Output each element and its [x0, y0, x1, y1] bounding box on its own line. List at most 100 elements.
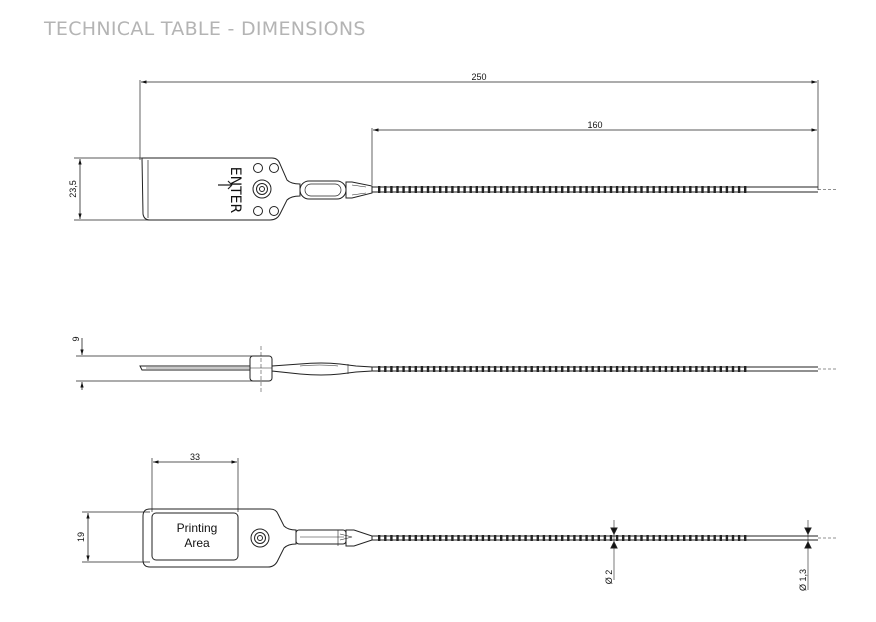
strap-bead [420, 535, 424, 541]
strap-bead [524, 186, 527, 193]
strap-bead [646, 366, 649, 372]
printing-area-line1: Printing [177, 521, 218, 535]
strap-bead [500, 535, 503, 541]
strap-bead [628, 535, 631, 541]
enter-label: ENTER [227, 167, 243, 214]
strap-bead [536, 186, 539, 193]
strap-bead [445, 535, 448, 541]
strap-bead [719, 186, 722, 193]
page-title: TECHNICAL TABLE - DIMENSIONS [44, 18, 366, 40]
strap-bead [573, 186, 576, 193]
printing-area-box [151, 512, 239, 561]
strap-bead [609, 535, 613, 541]
strap-bead [445, 186, 448, 193]
strap-bead [701, 366, 704, 372]
strap-bead [451, 366, 454, 372]
strap-bead [530, 366, 533, 372]
strap-bead [512, 186, 515, 193]
strap-bead [396, 535, 399, 541]
strap-bead [731, 535, 735, 541]
strap-bead [530, 186, 533, 193]
dim-label-160: 160 [587, 120, 602, 130]
strap-bead [670, 535, 674, 541]
strap-bead [469, 186, 472, 193]
strap-bead [561, 186, 564, 193]
strap-bead [567, 535, 570, 541]
strap-bead [512, 366, 515, 372]
strap-bead [378, 535, 381, 541]
strap-bead [487, 535, 491, 541]
strap-bead [384, 535, 387, 541]
strap-bead [408, 366, 411, 372]
strap-bead [469, 535, 472, 541]
strap-bead [573, 535, 576, 541]
strap-bead [597, 186, 600, 193]
strap-bead [725, 535, 729, 541]
strap-bead [579, 366, 582, 372]
strap-bead [554, 535, 558, 541]
strap-bead [615, 535, 619, 541]
strap-bead [506, 366, 509, 372]
strap-bead [628, 366, 631, 372]
strap-bead [554, 186, 558, 193]
strap-bead [475, 366, 478, 372]
strap-bead [664, 186, 668, 193]
strap-bead [615, 366, 619, 372]
strap-bead [640, 535, 643, 541]
strap-bead [622, 535, 625, 541]
strap-bead [512, 535, 515, 541]
strap-bead [536, 535, 539, 541]
strap-bead [744, 366, 747, 372]
strap-bead [500, 366, 503, 372]
strap-bead [676, 366, 680, 372]
strap-bead [475, 535, 478, 541]
strap-bead [719, 535, 722, 541]
strap-bead [487, 366, 491, 372]
strap-bead [622, 366, 625, 372]
strap-bead [603, 366, 607, 372]
strap-bead [414, 366, 417, 372]
strap-bead [524, 366, 527, 372]
strap-bead [457, 366, 460, 372]
strap-bead [451, 186, 454, 193]
strap-bead [542, 186, 546, 193]
strap-bead [567, 186, 570, 193]
strap-bead [640, 366, 643, 372]
strap-bead [469, 366, 472, 372]
arrow-right-icon [218, 180, 233, 190]
strap-bead [640, 186, 643, 193]
strap-bead [591, 535, 594, 541]
lock-icon [250, 528, 270, 548]
dim-label-23-5: 23,5 [68, 180, 78, 198]
strap-bead [628, 186, 631, 193]
strap-bead [622, 186, 625, 193]
strap-bead [561, 535, 564, 541]
strap-bead [481, 535, 485, 541]
strap-bead [683, 366, 686, 372]
strap-bead [451, 535, 454, 541]
strap-bead [609, 366, 613, 372]
strap-bead [689, 186, 692, 193]
strap-bead [597, 535, 600, 541]
strap-bead [493, 186, 497, 193]
strap-bead [426, 186, 430, 193]
strap-bead [603, 186, 607, 193]
strap-bead [390, 186, 393, 193]
strap-bead [420, 366, 424, 372]
strap-bead [542, 535, 546, 541]
strap-bead [384, 366, 387, 372]
strap-bead [457, 186, 460, 193]
strap-bead [414, 535, 417, 541]
printing-area-line2: Area [184, 536, 210, 550]
strap-bead [701, 186, 704, 193]
strap-bead [536, 366, 539, 372]
strap-bead [439, 366, 442, 372]
dim-label-diameter-2: Ø 2 [604, 570, 614, 585]
strap-bead [493, 366, 497, 372]
strap-bead [548, 366, 552, 372]
strap-bead [731, 186, 735, 193]
strap-bead [689, 366, 692, 372]
strap-bead [457, 535, 460, 541]
strap-bead [713, 535, 716, 541]
strap-bead [603, 535, 607, 541]
